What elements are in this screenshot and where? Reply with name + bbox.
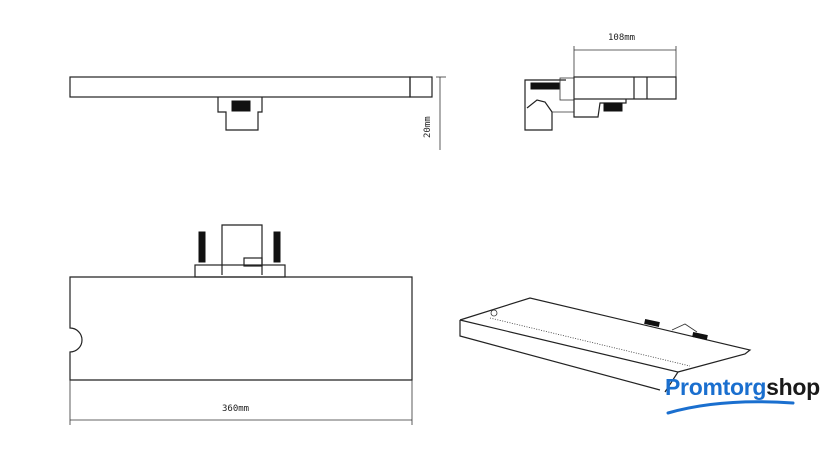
dimension-360mm: 360mm: [222, 404, 249, 414]
perspective-view: [459, 297, 752, 393]
side-view: 108mm: [524, 33, 677, 131]
front-view: 360mm: [69, 224, 413, 425]
top-view: 20mm: [69, 76, 446, 150]
logo-swoosh: [666, 400, 795, 415]
dimension-108mm: 108mm: [608, 33, 635, 43]
dimension-20mm: 20mm: [423, 116, 433, 138]
promtorgshop-logo: Promtorgshop: [665, 374, 820, 400]
